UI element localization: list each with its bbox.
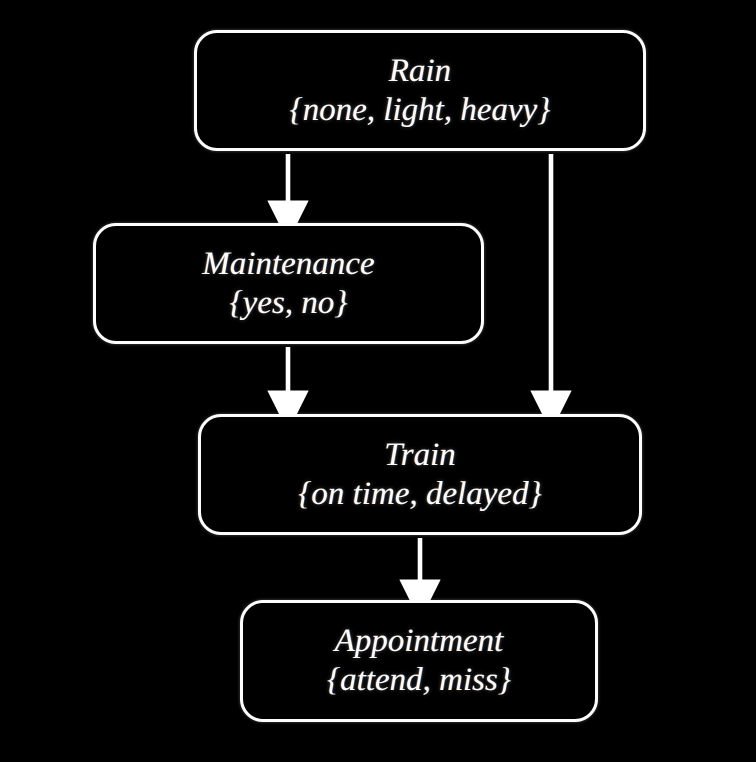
node-train-label: Train	[384, 436, 456, 473]
node-appointment-label: Appointment	[334, 623, 504, 660]
node-appointment-domain: {attend, miss}	[326, 662, 512, 698]
node-maintenance-domain: {yes, no}	[229, 284, 348, 321]
node-maintenance-label: Maintenance	[202, 245, 375, 282]
node-appointment[interactable]: Appointment {attend, miss}	[240, 600, 598, 722]
node-train[interactable]: Train {on time, delayed}	[198, 414, 642, 535]
node-rain-domain: {none, light, heavy}	[289, 91, 551, 128]
node-rain[interactable]: Rain {none, light, heavy}	[194, 30, 646, 151]
node-rain-label: Rain	[388, 52, 452, 89]
node-maintenance[interactable]: Maintenance {yes, no}	[93, 223, 484, 344]
node-train-domain: {on time, delayed}	[298, 475, 542, 512]
